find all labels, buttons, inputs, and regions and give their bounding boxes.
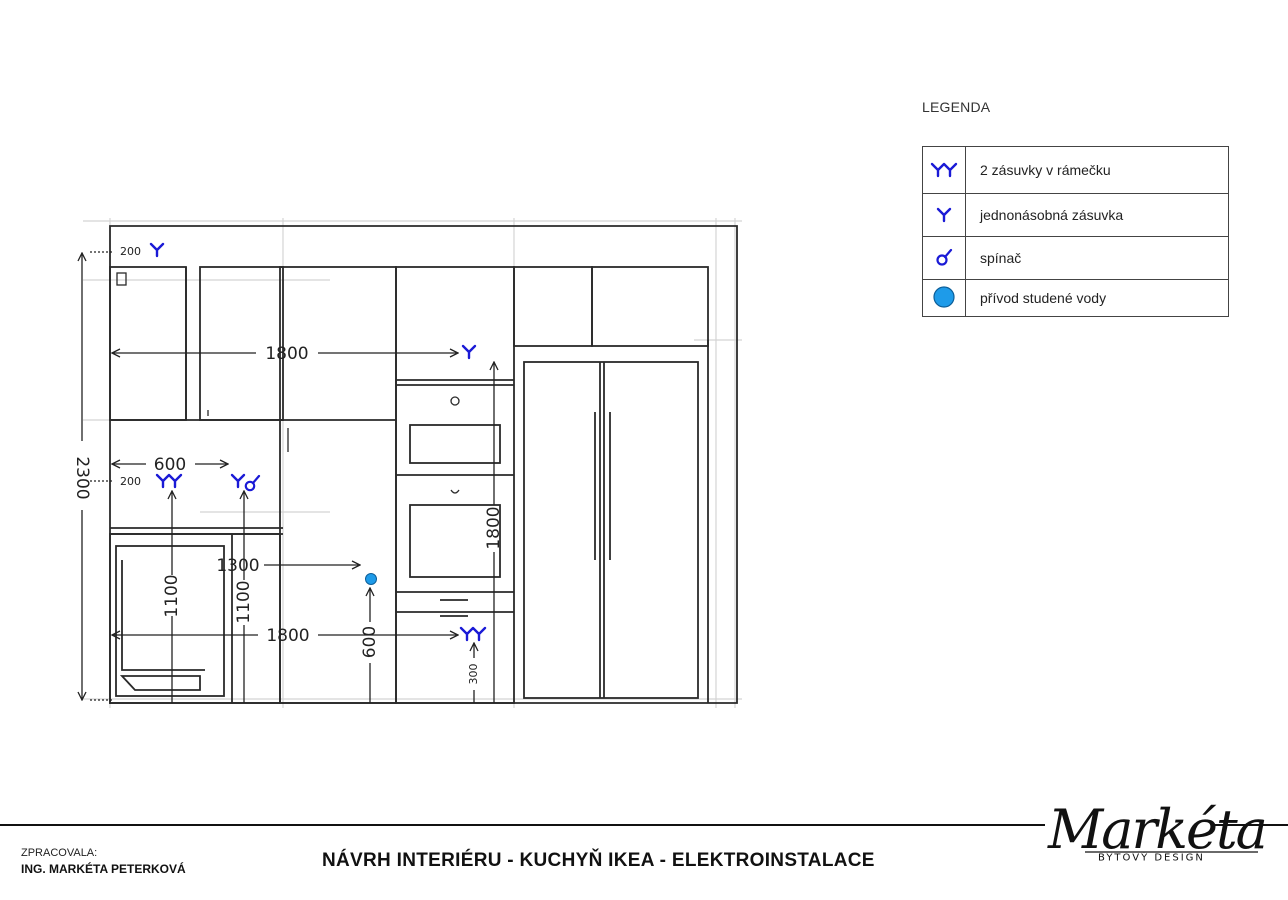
legend-label: spínač xyxy=(965,236,1229,280)
dim-water-width: 1300 xyxy=(216,556,259,576)
drawing-title: NÁVRH INTERIÉRU - KUCHYŇ IKEA - ELEKTROI… xyxy=(322,850,875,871)
switch-icon xyxy=(244,474,261,492)
double-socket-icon xyxy=(155,473,183,489)
legend-label: jednonásobná zásuvka xyxy=(965,193,1229,237)
dimension-labels: 2300 200 1800 600 200 1300 1800 1100 110… xyxy=(72,245,504,685)
legend-symbol-cell xyxy=(922,193,966,237)
single-socket-icon xyxy=(936,207,952,222)
dim-top-socket-height: 200 xyxy=(120,245,141,258)
legend-row: spínač xyxy=(922,236,1229,280)
double-socket-icon xyxy=(930,162,958,177)
single-socket-icon xyxy=(230,473,246,489)
dim-lower-socket-width: 1800 xyxy=(266,626,309,646)
legend-row: přívod studené vody xyxy=(922,279,1229,317)
legend-symbol-cell xyxy=(922,279,966,317)
dim-counter-socket-offset: 200 xyxy=(120,475,141,488)
dim-lower-socket-height: 300 xyxy=(467,664,480,685)
svg-text:Markéta: Markéta xyxy=(1047,798,1266,861)
dim-sink-height-1: 1100 xyxy=(162,574,182,617)
electrical-symbols xyxy=(149,242,487,642)
legend-title: LEGENDA xyxy=(922,99,991,115)
legend-row: jednonásobná zásuvka xyxy=(922,193,1229,237)
furniture-details xyxy=(116,272,460,494)
dimension-lines xyxy=(82,251,494,703)
legend-symbol-cell xyxy=(922,146,966,194)
switch-icon xyxy=(936,248,953,266)
footer-divider xyxy=(1212,824,1288,826)
footer-divider xyxy=(0,824,1045,826)
legend-symbol-cell xyxy=(922,236,966,280)
legend-table: 2 zásuvky v rámečku jednonásobná zásuvka… xyxy=(922,146,1229,317)
double-socket-icon xyxy=(459,626,487,642)
legend-label: přívod studené vody xyxy=(965,279,1229,317)
dim-sink-height-2: 1100 xyxy=(234,580,254,623)
legend-label: 2 zásuvky v rámečku xyxy=(965,146,1229,194)
water-inlet-icon xyxy=(933,285,955,308)
prepared-by-label: ZPRACOVALA: xyxy=(21,847,98,859)
dim-total-height: 2300 xyxy=(72,456,92,499)
dim-counter-socket-width: 600 xyxy=(154,455,186,475)
company-logo: Markéta BYTOVÝ DESIGN xyxy=(1047,798,1268,863)
dim-oven-socket-height: 1800 xyxy=(484,506,504,549)
dim-upper-socket-width: 1800 xyxy=(265,344,308,364)
prepared-by-name: ING. MARKÉTA PETERKOVÁ xyxy=(21,862,186,876)
single-socket-icon xyxy=(461,344,477,360)
dim-water-height: 600 xyxy=(360,626,380,658)
legend-row: 2 zásuvky v rámečku xyxy=(922,146,1229,194)
water-inlet-icon xyxy=(365,573,377,585)
svg-text:BYTOVÝ DESIGN: BYTOVÝ DESIGN xyxy=(1098,850,1205,863)
single-socket-icon xyxy=(149,242,165,258)
